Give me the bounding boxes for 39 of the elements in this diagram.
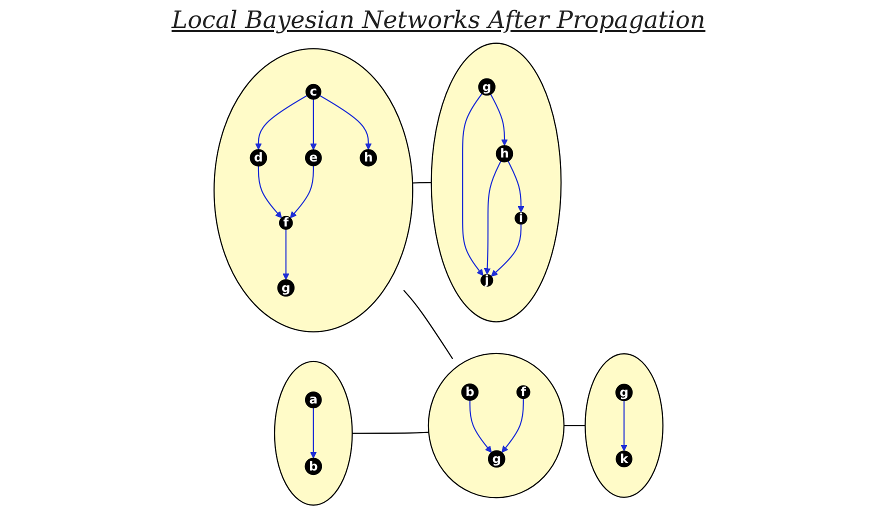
arrow [462,93,484,276]
node-circle: b [461,383,479,401]
node-circle: d [250,149,268,166]
node-circle: a [305,391,322,408]
cluster [214,48,414,332]
node-circle: g [488,450,506,468]
arrow [282,229,290,280]
connector [403,290,454,360]
cluster [430,42,562,322]
cluster [274,360,354,506]
node-circle: k [616,450,633,468]
node-circle: f [279,216,294,230]
arrow [490,94,508,146]
node-circle: g [478,78,496,96]
node-circle: g [277,279,295,297]
arrow [502,398,524,453]
arrow [484,160,502,275]
node-circle: h [360,149,378,166]
arrow [491,224,522,277]
node-circle: c [306,84,322,100]
node-circle: e [305,149,322,166]
arrow [258,166,282,218]
diagram-title: Local Bayesian Networks After Propagation [170,6,706,34]
arrow [620,400,628,452]
node-circle: h [496,145,514,162]
arrow [310,99,318,150]
arrow [508,160,525,213]
node-circle: f [516,385,531,400]
node-circle: g [616,384,633,402]
cluster [584,353,664,498]
cluster [428,352,565,498]
node-circle: b [304,458,322,476]
arrow [255,95,308,150]
arrow [320,95,372,150]
arrow [290,166,314,218]
node-circle: j [480,274,494,287]
arrow [470,400,492,453]
node-circle: i [514,212,528,225]
arrow [310,408,318,458]
